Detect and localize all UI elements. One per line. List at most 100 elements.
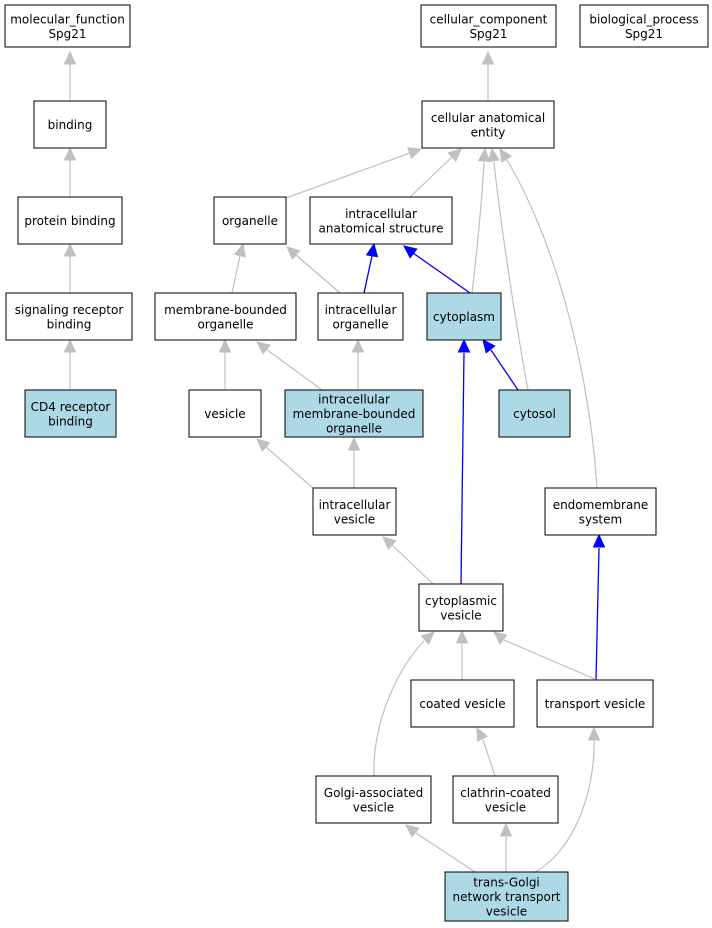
edge-coated-to-cv xyxy=(455,629,469,680)
node-tv[interactable]: transport vesicle xyxy=(536,679,654,728)
node-label-line: clathrin-coated xyxy=(460,786,551,800)
edge-line xyxy=(295,254,341,294)
edges-layer xyxy=(63,50,606,873)
edge-vesicle-to-mbo xyxy=(218,338,232,390)
edge-line xyxy=(265,348,323,391)
edge-binding-to-mf xyxy=(63,50,77,101)
edge-ias-to-cae xyxy=(409,148,462,198)
node-label-line: vesicle xyxy=(353,800,394,814)
edge-line xyxy=(363,255,373,294)
arrowhead xyxy=(499,147,513,163)
edge-line xyxy=(373,640,425,777)
arrowhead xyxy=(447,148,462,162)
node-box xyxy=(544,487,657,536)
edge-line xyxy=(493,161,529,391)
node-label-line: cytoplasmic xyxy=(425,594,497,608)
node-box xyxy=(426,292,502,341)
edge-line xyxy=(534,740,595,873)
node-cytoplasm[interactable]: cytoplasm xyxy=(426,292,502,341)
node-label-line: binding xyxy=(47,317,92,331)
node-pb[interactable]: protein binding xyxy=(17,196,123,245)
node-label-line: intracellular xyxy=(318,393,390,407)
node-label-line: vesicle xyxy=(334,512,375,526)
node-label-line: Golgi-associated xyxy=(324,786,423,800)
node-box xyxy=(536,679,654,728)
node-box xyxy=(579,4,709,48)
node-label-line: organelle xyxy=(332,317,388,331)
edge-line xyxy=(506,159,598,489)
node-vesicle[interactable]: vesicle xyxy=(188,389,262,438)
node-box xyxy=(284,389,424,438)
node-box xyxy=(317,292,404,341)
arrowhead xyxy=(351,338,365,353)
node-label-line: trans-Golgi xyxy=(473,876,540,890)
edge-iv-to-imbo xyxy=(347,436,361,488)
arrowhead xyxy=(63,146,77,161)
edge-tgn-to-tv xyxy=(534,726,601,873)
edge-cv-to-iv xyxy=(382,536,434,585)
arrowhead xyxy=(256,341,271,355)
edge-cytoplasm-to-cae xyxy=(471,147,491,294)
edge-tgn-to-gav xyxy=(405,824,476,873)
arrowhead xyxy=(233,242,247,258)
node-organelle[interactable]: organelle xyxy=(213,196,287,245)
edge-line xyxy=(231,255,241,294)
node-label-line: organelle xyxy=(197,317,253,331)
node-binding[interactable]: binding xyxy=(33,100,107,149)
node-box xyxy=(309,196,453,245)
node-label-line: organelle xyxy=(326,422,382,436)
arrowhead xyxy=(482,339,496,354)
edge-tgn-to-ccv xyxy=(499,822,513,872)
arrowhead xyxy=(405,824,420,838)
arrowhead xyxy=(63,338,77,353)
node-coated[interactable]: coated vesicle xyxy=(410,679,515,728)
arrowhead xyxy=(403,245,418,259)
node-box xyxy=(312,487,397,536)
node-label-line: intracellular xyxy=(325,303,397,317)
node-box xyxy=(498,389,571,438)
arrowhead xyxy=(587,726,601,741)
arrowhead xyxy=(286,246,301,260)
node-label-line: system xyxy=(579,512,622,526)
node-box xyxy=(420,4,557,48)
node-label-line: Spg21 xyxy=(625,27,663,41)
edge-line xyxy=(471,161,485,294)
arrowhead xyxy=(365,242,379,258)
node-label-line: vesicle xyxy=(486,905,527,919)
node-box xyxy=(452,775,559,824)
node-box xyxy=(213,196,287,245)
edge-cd4-to-srb xyxy=(63,338,77,390)
edge-cytoplasm-to-ias xyxy=(403,245,471,294)
node-label-line: vesicle xyxy=(204,407,245,421)
node-box xyxy=(24,389,117,438)
node-box xyxy=(17,196,123,245)
edge-cv-to-cytoplasm xyxy=(457,338,471,585)
edge-line xyxy=(460,352,465,585)
edge-ccv-to-coated xyxy=(476,726,496,777)
arrowhead xyxy=(256,438,271,452)
node-box xyxy=(421,100,555,149)
node-label-line: coated vesicle xyxy=(419,697,505,711)
edge-imbo-to-mbo xyxy=(256,341,323,391)
node-cytosol[interactable]: cytosol xyxy=(498,389,571,438)
arrowhead xyxy=(476,726,489,742)
edge-line xyxy=(595,547,600,681)
edge-io-to-organelle xyxy=(286,246,341,294)
